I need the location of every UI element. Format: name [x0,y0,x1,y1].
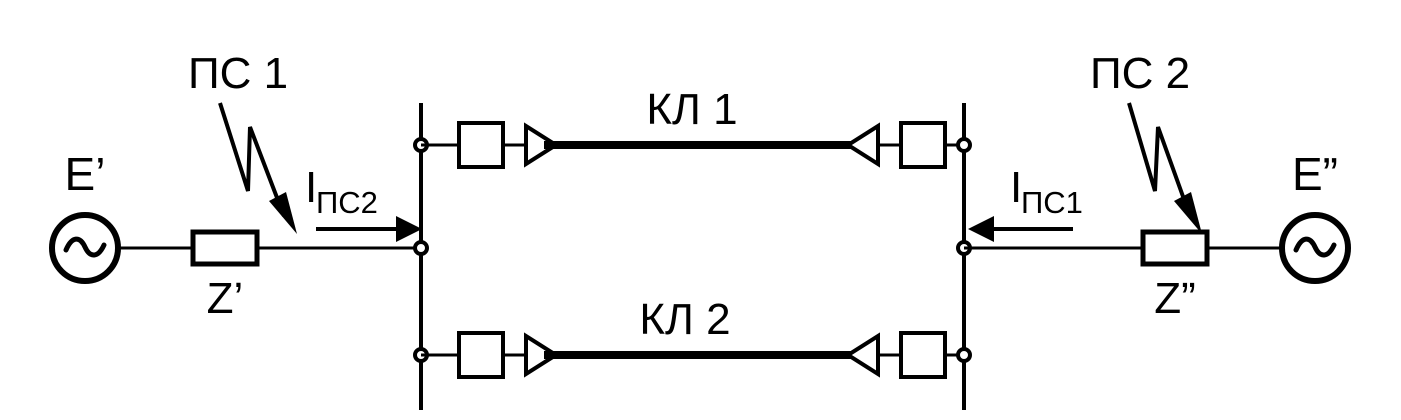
lightning-pointer-left-arrowhead [269,192,297,234]
current-left-arrow-head [396,216,422,242]
node-left-middle [413,240,429,256]
termination-upper-right-icon [844,122,880,168]
lightning-pointer-right-icon [1127,102,1192,217]
impedance-left-group: Z’ [190,229,260,323]
busbar-left-group [413,103,429,410]
termination-upper-left-icon [524,122,560,168]
impedance-left-label: Z’ [207,274,244,323]
node-right-lower [956,347,972,363]
breaker-lower-left[interactable] [457,331,505,379]
emf-left-label: E’ [65,148,106,200]
impedance-right-label: Z” [1154,274,1196,323]
current-left-annotation: I ПС2 [305,163,422,242]
breaker-lower-right[interactable] [899,331,947,379]
lightning-pointer-right-arrowhead [1174,192,1202,234]
emf-right-label: E” [1292,148,1338,200]
substation-2-annotation: ПС 2 [1090,49,1202,234]
breaker-upper-right[interactable] [899,121,947,169]
current-left-symbol: I [305,163,317,212]
termination-lower-left-icon [524,332,560,378]
impedance-right-box [1140,229,1210,267]
impedance-right-group: Z” [1140,229,1210,323]
current-right-subscript: ПС1 [1021,185,1083,220]
current-left-subscript: ПС2 [316,185,378,220]
lightning-pointer-left-icon [218,102,286,217]
cable-line-2-label: КЛ 2 [639,295,730,344]
substation-1-label: ПС 1 [188,49,288,98]
left-source-group: E’ [49,148,121,284]
sine-wave-left-icon [63,236,107,258]
cable-line-2-group: КЛ 2 [421,295,964,379]
cable-line-1-group: КЛ 1 [421,85,964,169]
node-right-upper [956,137,972,153]
breaker-upper-left[interactable] [457,121,505,169]
impedance-left-box [190,229,260,267]
current-right-annotation: I ПС1 [968,163,1083,242]
substation-1-annotation: ПС 1 [188,49,297,234]
current-right-symbol: I [1010,163,1022,212]
right-source-group: E” [1279,148,1351,284]
substation-2-label: ПС 2 [1090,49,1190,98]
termination-lower-right-icon [844,332,880,378]
current-right-arrow-head [968,216,994,242]
cable-line-1-label: КЛ 1 [646,85,737,134]
busbar-right-group [956,103,972,410]
sine-wave-right-icon [1293,236,1337,258]
